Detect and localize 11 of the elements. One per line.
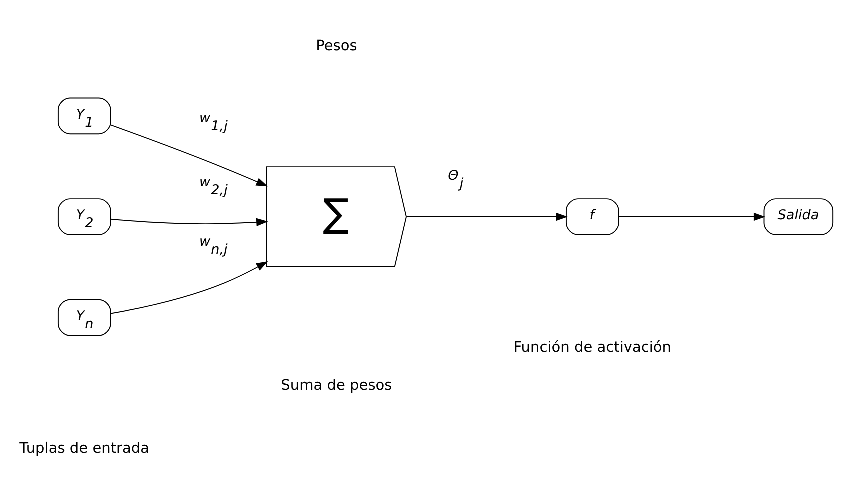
label: Función de activación: [514, 340, 672, 356]
label: Tuplas de entrada: [20, 440, 150, 457]
arrow: [110, 124, 268, 186]
label: Pesos: [316, 38, 358, 54]
arrow: [110, 261, 268, 314]
label: Suma de pesos: [281, 378, 392, 394]
arrow: [110, 218, 268, 226]
arrow: [406, 212, 568, 221]
node-box: Salida: [764, 198, 834, 235]
node-box: f: [566, 198, 620, 235]
arrow: [618, 212, 766, 221]
